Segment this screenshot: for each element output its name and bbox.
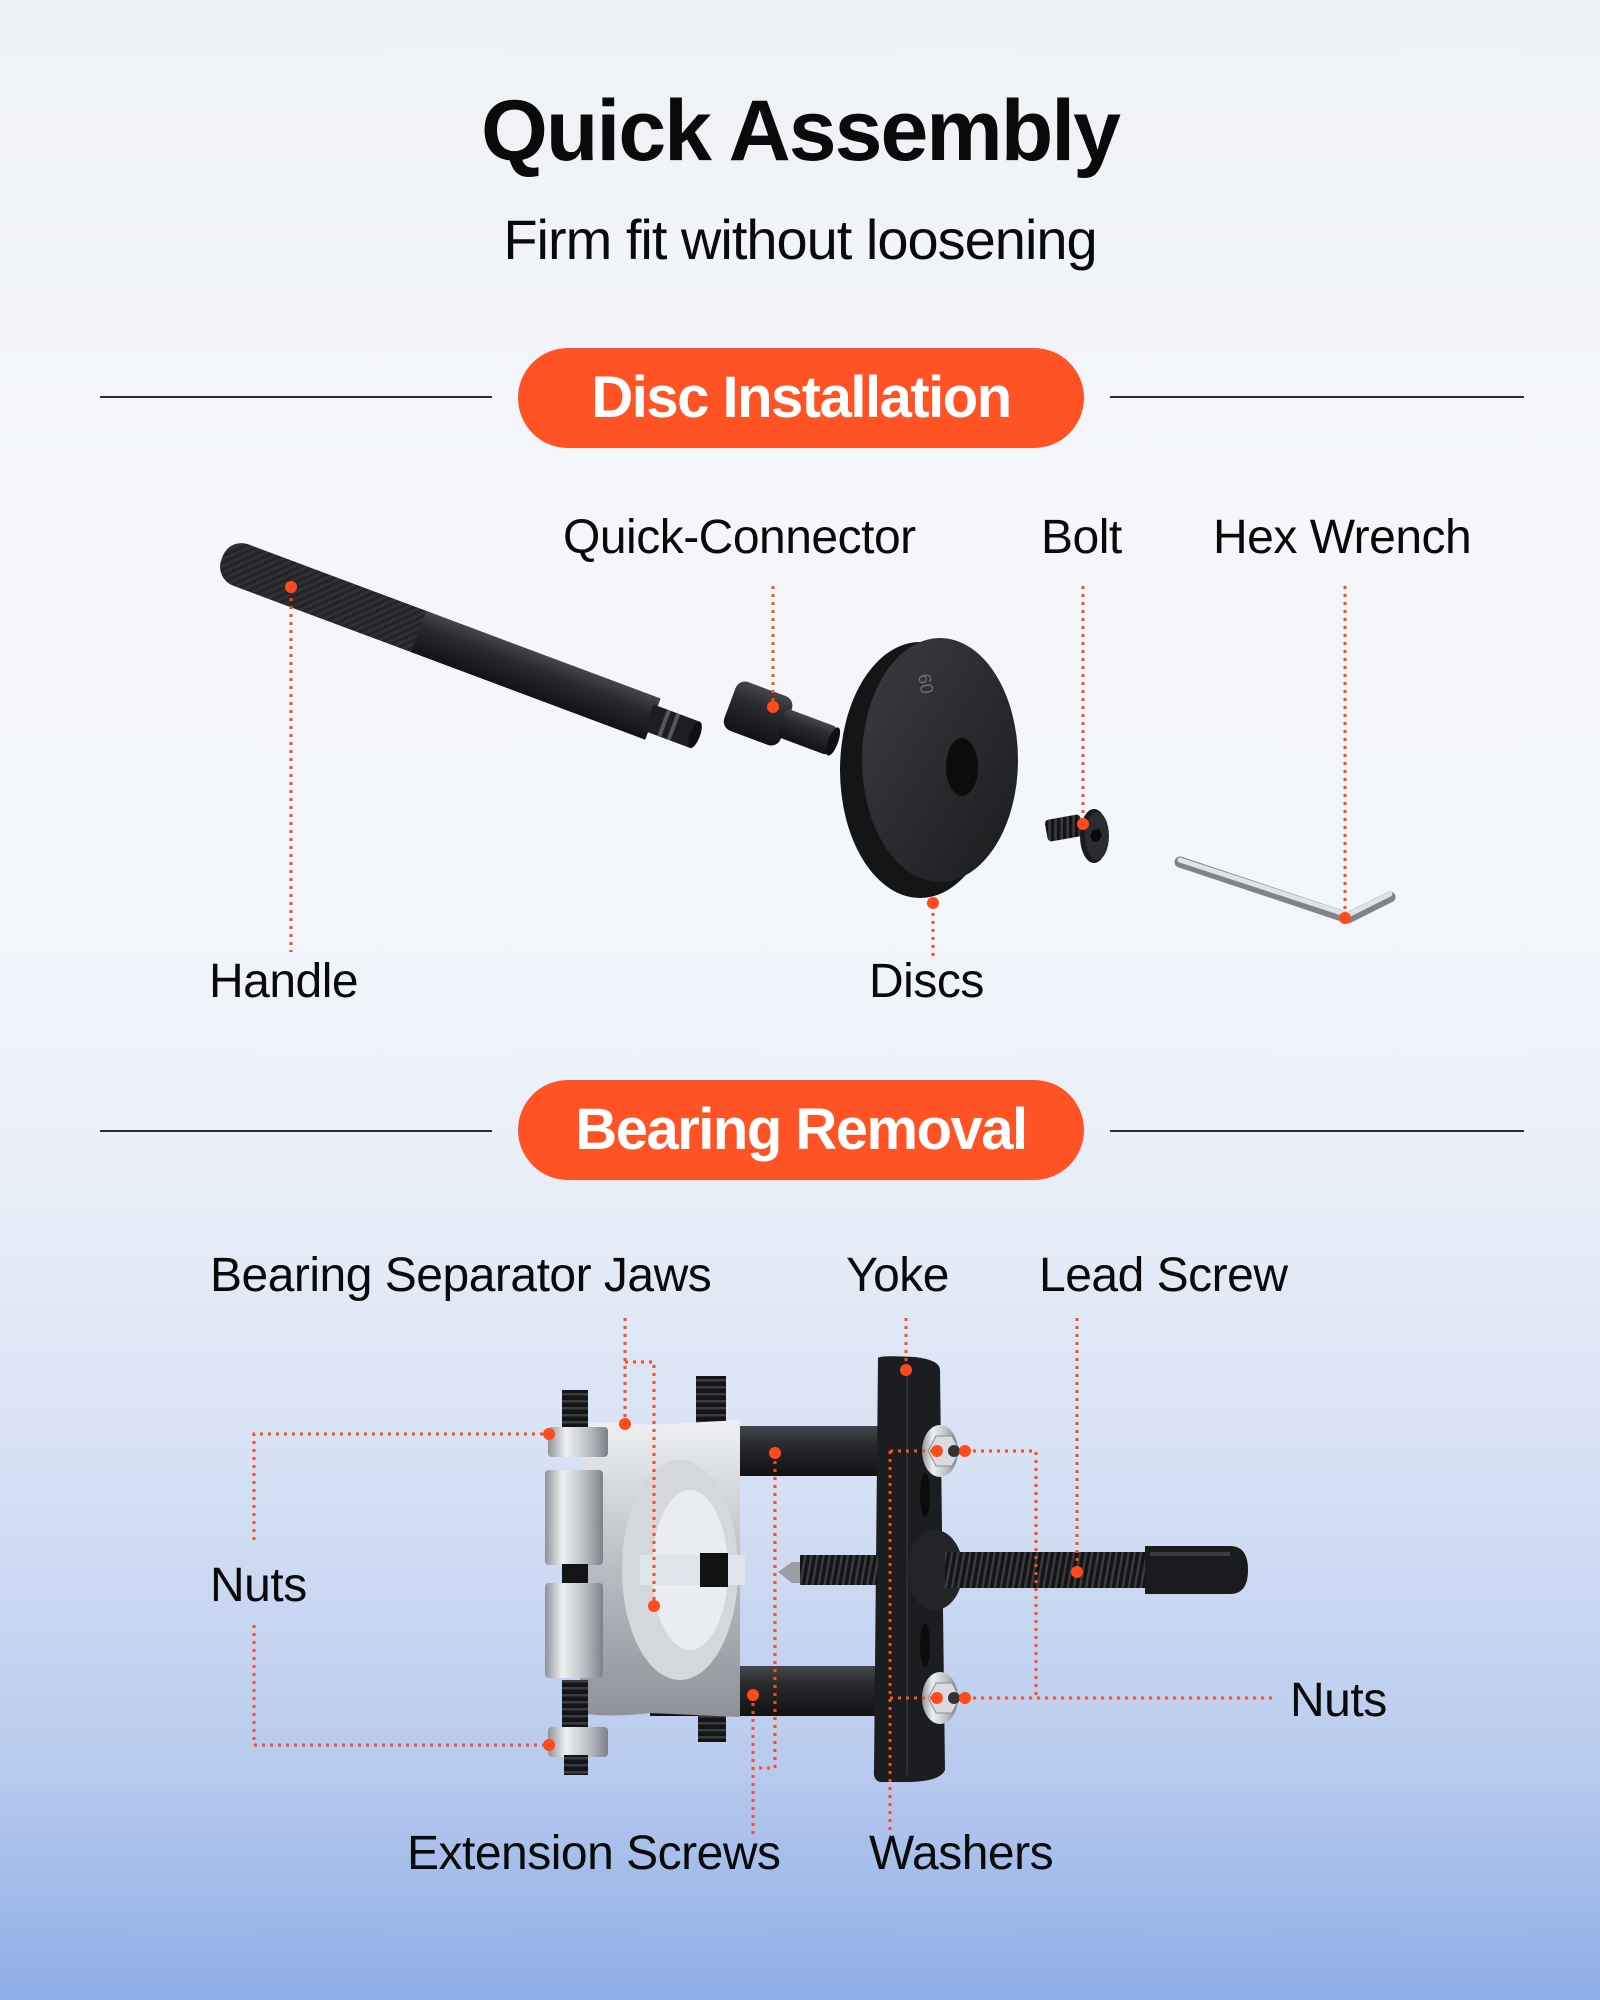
leader-lines-disc-installation [289,586,1347,960]
section-divider-left [100,1130,492,1132]
page-subtitle: Firm fit without loosening [503,208,1097,271]
handle-part [220,543,702,749]
label-washers: Washers [869,1827,1054,1880]
label-bolt: Bolt [1041,511,1122,564]
disc-part: 60 [840,638,1018,898]
callout-dots-disc-installation [285,581,1351,924]
label-extension-screws: Extension Screws [407,1827,781,1880]
page-title: Quick Assembly [481,83,1121,179]
label-nuts-right: Nuts [1290,1674,1387,1727]
label-hex-wrench: Hex Wrench [1213,511,1472,564]
label-handle: Handle [209,955,359,1008]
section-badge-disc-installation: Disc Installation [518,348,1084,448]
label-nuts-left: Nuts [210,1559,307,1612]
label-discs: Discs [869,955,984,1008]
label-yoke: Yoke [846,1249,950,1302]
bearing-separator-jaws-part [580,1420,745,1717]
jaw-clamp-blocks [545,1390,608,1775]
callout-dots-bearing-removal [543,1364,1083,1751]
label-lead-screw: Lead Screw [1039,1249,1288,1302]
leader-lines-bearing-removal [252,1318,1272,1835]
section-divider-right [1110,396,1524,398]
quick-connector-part [723,681,841,756]
lead-screw-part [778,1546,1248,1594]
section-divider-left [100,396,492,398]
section-badge-bearing-removal: Bearing Removal [518,1080,1084,1180]
label-quick-connector: Quick-Connector [563,511,916,564]
section-divider-right [1110,1130,1524,1132]
label-bearing-separator-jaws: Bearing Separator Jaws [210,1249,712,1302]
svg-text:60: 60 [914,672,937,695]
